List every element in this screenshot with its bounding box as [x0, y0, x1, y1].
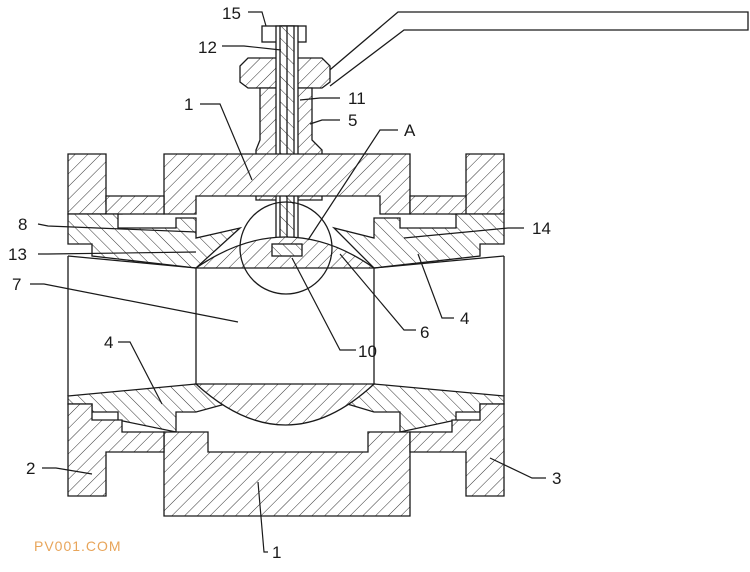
label-4-left: 4 [104, 333, 113, 352]
label-1-bottom: 1 [272, 543, 281, 562]
label-15: 15 [222, 4, 241, 23]
label-3: 3 [552, 469, 561, 488]
label-10: 10 [358, 342, 377, 361]
label-14: 14 [532, 219, 551, 238]
upper-seat-right [331, 213, 505, 269]
label-13: 13 [8, 245, 27, 264]
upper-bonnet [163, 153, 411, 215]
label-1-top: 1 [184, 95, 193, 114]
label-7: 7 [12, 275, 21, 294]
label-11: 11 [348, 89, 366, 108]
right-bottom-flange [409, 403, 505, 497]
detail-circle-a [239, 201, 333, 295]
bore [67, 256, 505, 396]
label-2: 2 [26, 459, 35, 478]
handle [317, 11, 749, 87]
label-a: A [404, 121, 416, 140]
ball-bottom [194, 383, 376, 426]
stem-tongue [271, 243, 303, 257]
label-12: 12 [198, 38, 217, 57]
label-6: 6 [420, 323, 429, 342]
label-5: 5 [348, 111, 357, 130]
watermark-text: PV001.COM [34, 538, 122, 554]
leader-lines [30, 11, 546, 553]
upper-seat-left [67, 213, 243, 269]
left-bottom-flange [67, 403, 165, 497]
lower-body [163, 431, 411, 517]
label-4-right: 4 [460, 309, 469, 328]
label-8: 8 [18, 215, 27, 234]
